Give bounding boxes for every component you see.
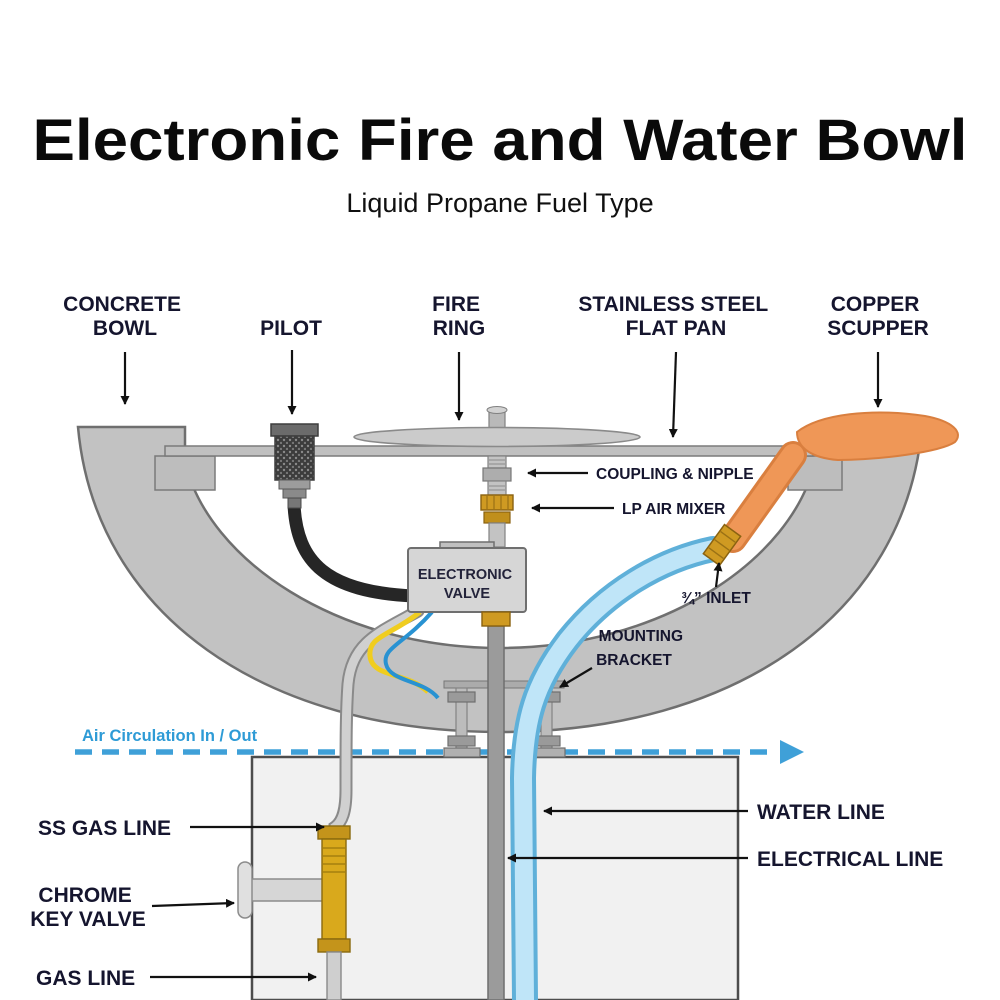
electrical-line-pipe xyxy=(487,625,505,1000)
label-mounting-bracket: MOUNTING BRACKET xyxy=(596,628,687,669)
valve-wires xyxy=(367,610,440,700)
label-copper-scupper: COPPER SCUPPER xyxy=(827,293,929,340)
label-water-line: WATER LINE xyxy=(757,801,885,824)
air-circulation-label: Air Circulation In / Out xyxy=(82,727,258,745)
copper-scupper-shape xyxy=(719,411,959,553)
label-lp-air-mixer: LP AIR MIXER xyxy=(622,501,725,518)
label-ss-gas-line: SS GAS LINE xyxy=(38,817,171,840)
label-chrome-key-valve: CHROME KEY VALVE xyxy=(30,884,146,931)
gas-line-assembly xyxy=(237,604,425,1000)
fire-ring-shape xyxy=(353,406,641,448)
inlet-fitting xyxy=(702,523,742,567)
water-line-pipe xyxy=(509,536,726,1000)
label-pilot: PILOT xyxy=(260,317,322,340)
label-gas-line: GAS LINE xyxy=(36,967,135,990)
arrow-chrome-key-valve xyxy=(151,898,235,908)
arrow-mounting-bracket xyxy=(559,667,593,688)
gas-line-pipe xyxy=(326,951,342,1000)
arrow-flat-pan xyxy=(668,351,678,438)
label-flat-pan: STAINLESS STEEL FLAT PAN xyxy=(578,293,773,340)
label-concrete-bowl: CONCRETE BOWL xyxy=(63,293,187,340)
label-electrical-line: ELECTRICAL LINE xyxy=(757,848,943,871)
chrome-key-flange xyxy=(237,861,253,919)
pilot-assembly xyxy=(270,423,421,603)
label-fire-ring: FIRE RING xyxy=(432,293,486,340)
page-title: Electronic Fire and Water Bowl xyxy=(33,108,968,173)
stainless-flat-pan-shape xyxy=(164,445,814,457)
page-subtitle: Liquid Propane Fuel Type xyxy=(346,188,653,218)
label-inlet: ¾” INLET xyxy=(681,590,751,607)
coupling-nipple-mixer-stem xyxy=(480,455,514,548)
air-circulation-arrow xyxy=(75,740,804,764)
callouts: CONCRETE BOWL PILOT FIRE RING STAINLESS … xyxy=(30,293,943,990)
electronic-valve-label: ELECTRONIC VALVE xyxy=(418,567,516,602)
chrome-key-stem xyxy=(247,878,327,902)
electronic-valve: ELECTRONIC VALVE xyxy=(407,541,527,627)
arrow-inlet xyxy=(713,562,723,588)
key-valve-bottom-coupling xyxy=(317,938,351,953)
label-coupling-nipple: COUPLING & NIPPLE xyxy=(596,466,754,483)
key-valve-body xyxy=(321,838,347,940)
